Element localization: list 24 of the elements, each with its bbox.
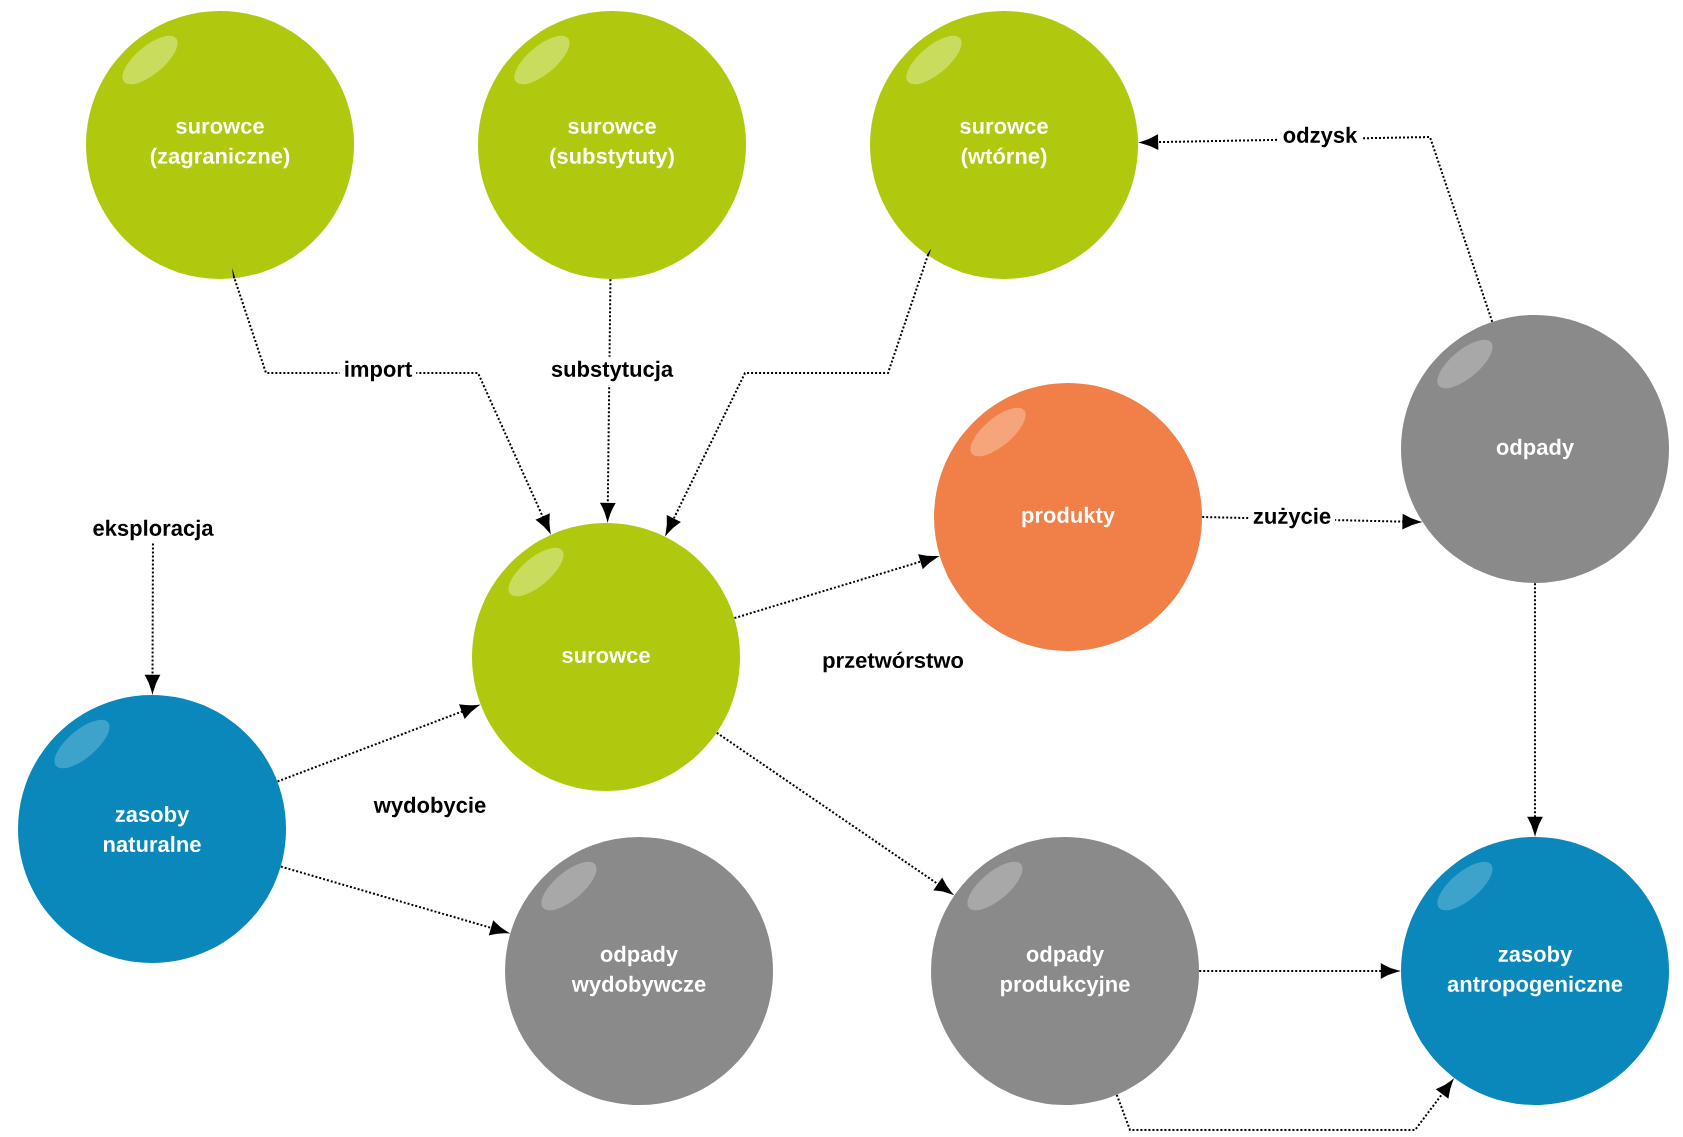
- arrow: [1198, 963, 1398, 979]
- arrow: [276, 704, 478, 783]
- arrow: [1115, 1080, 1453, 1131]
- arrow: [733, 554, 937, 620]
- arrow: [715, 731, 953, 895]
- circle-node: odpady: [1401, 315, 1669, 583]
- circle-node: odpady wydobywcze: [505, 837, 773, 1105]
- arrow: [279, 865, 508, 936]
- circle-node: surowce (zagraniczne): [86, 11, 354, 279]
- edge-label: import: [339, 356, 417, 386]
- arrow: [665, 248, 932, 534]
- circle-node: surowce (substytuty): [478, 11, 746, 279]
- circle-node: surowce (wtórne): [870, 11, 1138, 279]
- arrow: [232, 268, 551, 533]
- edge-label: zużycie: [1248, 503, 1336, 533]
- circle-node: produkty: [934, 383, 1202, 651]
- arrow: [1527, 582, 1543, 834]
- edge-label: wydobycie: [369, 792, 491, 822]
- circle-node: odpady produkcyjne: [931, 837, 1199, 1105]
- circle-node: zasoby naturalne: [18, 695, 286, 963]
- circle-node: zasoby antropogeniczne: [1401, 837, 1669, 1105]
- edge-label: substytucja: [546, 356, 678, 386]
- text-label: eksploracja: [93, 519, 214, 541]
- circle-node: surowce: [472, 523, 740, 791]
